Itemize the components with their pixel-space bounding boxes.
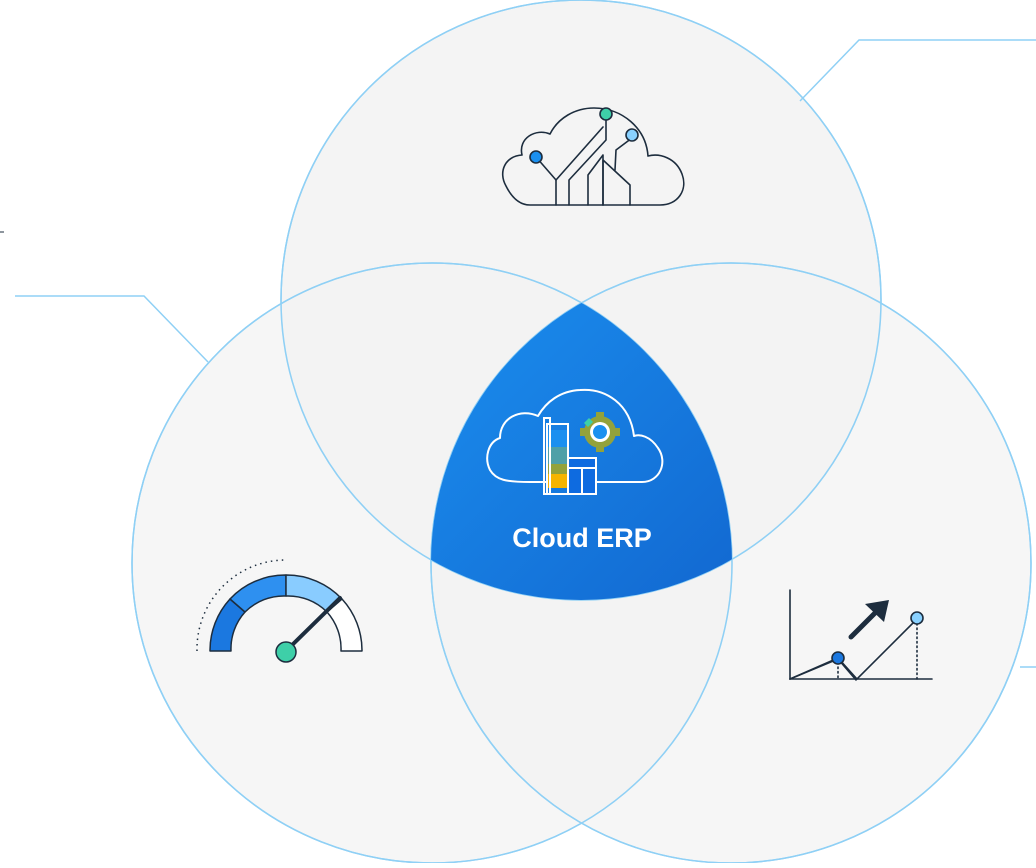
growth-chart-icon	[789, 589, 933, 681]
connector-line-top	[799, 39, 1036, 102]
speedometer-icon	[196, 559, 363, 663]
cloud-erp-icon	[486, 388, 664, 495]
center-label: Cloud ERP	[512, 523, 652, 553]
cloud-network-icon	[501, 107, 685, 206]
connector-line-left	[15, 295, 209, 363]
